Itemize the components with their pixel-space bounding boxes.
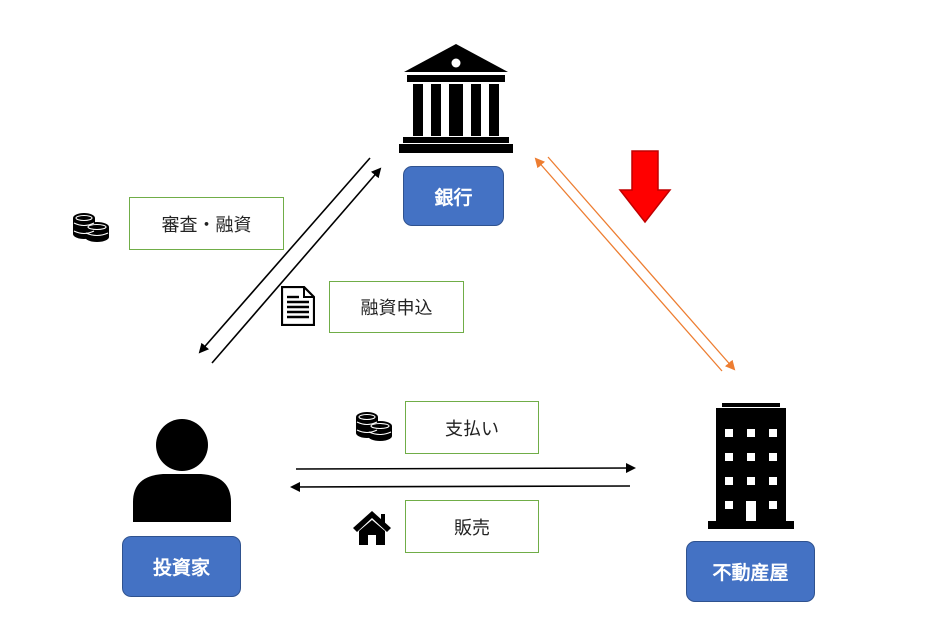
- coins-icon: [73, 213, 109, 242]
- down-arrow-icon: [618, 150, 672, 224]
- document-icon: [281, 286, 315, 326]
- arrow-investor-to-realtor: [295, 463, 636, 474]
- payment-label-box: 支払い: [405, 401, 539, 454]
- review-financing-label-box: 審査・融資: [129, 197, 284, 250]
- realtor-label: 不動産屋: [712, 562, 789, 584]
- office-building-icon: [708, 403, 794, 529]
- arrow-investor-to-bank: [211, 167, 382, 364]
- bank-node: 銀行: [403, 166, 504, 226]
- review-financing-label: 審査・融資: [161, 214, 252, 236]
- person-icon: [133, 419, 231, 522]
- realtor-node: 不動産屋: [686, 541, 815, 602]
- coins-icon: [356, 412, 392, 441]
- loan-application-label-box: 融資申込: [329, 281, 464, 333]
- house-icon: [353, 511, 391, 545]
- arrow-bank-to-realtor: [547, 156, 736, 371]
- sale-label: 販売: [454, 517, 490, 539]
- investor-label: 投資家: [152, 557, 210, 579]
- loan-application-label: 融資申込: [360, 298, 433, 319]
- bank-building-icon: [399, 44, 513, 153]
- sale-label-box: 販売: [405, 500, 539, 553]
- arrow-bank-to-investor: [198, 157, 371, 354]
- bank-label: 銀行: [434, 186, 473, 209]
- investor-node: 投資家: [122, 536, 241, 597]
- arrow-realtor-to-investor: [290, 481, 631, 492]
- payment-label: 支払い: [445, 418, 499, 440]
- arrow-realtor-to-bank: [534, 157, 723, 372]
